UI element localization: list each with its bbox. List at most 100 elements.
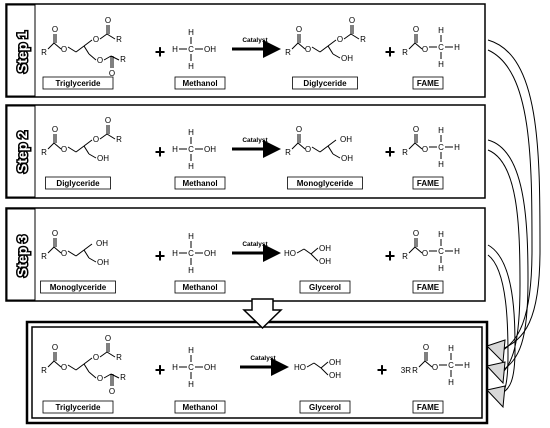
atom-label: R — [41, 252, 47, 261]
atom-label: R — [41, 366, 47, 375]
bond — [53, 142, 62, 150]
bond — [47, 246, 55, 254]
bond — [47, 360, 55, 368]
plus-sign: + — [155, 246, 166, 266]
step-1-label: Step 1 — [14, 31, 30, 73]
name-box — [174, 400, 226, 414]
atom-label: O — [52, 343, 58, 352]
bond — [103, 373, 112, 379]
atom-label: OH — [341, 154, 353, 163]
bond — [53, 246, 62, 254]
catalyst-label: Catalyst — [242, 241, 268, 248]
name-box — [412, 280, 444, 294]
bond — [110, 373, 120, 379]
bond — [327, 45, 334, 55]
atom-label: O — [52, 229, 58, 238]
bond — [83, 39, 93, 47]
name-box — [42, 76, 114, 90]
bond — [297, 42, 306, 50]
atom-label: OH — [97, 154, 109, 163]
bond — [83, 249, 90, 259]
bond — [332, 153, 341, 159]
atom-label: O — [422, 45, 428, 54]
atom-label: H — [464, 361, 470, 370]
atom-label: O — [61, 45, 67, 54]
atom-label: O — [52, 25, 58, 34]
bond — [408, 246, 416, 254]
atom-label: O — [413, 229, 419, 238]
atom-label: C — [438, 143, 444, 152]
bond — [320, 367, 329, 376]
atom-label: O — [97, 374, 103, 383]
name-box — [287, 176, 363, 190]
atom-label: H — [172, 45, 178, 54]
reactant-name: Triglyceride — [56, 79, 101, 88]
atom-label: O — [432, 363, 438, 372]
atom-label: C — [448, 361, 454, 370]
bond — [88, 53, 97, 61]
bond — [88, 371, 97, 379]
atom-label: H — [438, 230, 444, 239]
atom-label: H — [454, 43, 460, 52]
bond — [47, 42, 55, 50]
atom-label: O — [422, 249, 428, 258]
atom-label: O — [105, 16, 111, 25]
bond — [99, 351, 108, 358]
atom-label: H — [438, 160, 444, 169]
atom-label: R — [41, 148, 47, 157]
atom-label: O — [105, 116, 111, 125]
catalyst-label: Catalyst — [250, 355, 276, 362]
bond — [319, 45, 329, 53]
atom-label: R — [360, 35, 366, 44]
step-3-label: Step 3 — [14, 235, 30, 277]
atom-label: OH — [96, 239, 108, 248]
bond — [311, 46, 321, 53]
bond — [350, 33, 360, 40]
atom-label: H — [438, 60, 444, 69]
atom-label: R — [402, 48, 408, 57]
bond — [83, 363, 90, 373]
name-box — [42, 400, 114, 414]
atom-label: R — [402, 252, 408, 261]
bond — [343, 33, 352, 40]
atom-label: R — [116, 35, 122, 44]
bond — [408, 42, 416, 50]
atom-label: H — [438, 26, 444, 35]
catalyst-label: Catalyst — [242, 37, 268, 44]
overall-methanol-name: Methanol — [182, 403, 217, 412]
atom-label: H — [188, 266, 194, 275]
atom-label: C — [188, 145, 194, 154]
atom-label: O — [423, 343, 429, 352]
bond — [303, 248, 312, 255]
name-box — [412, 176, 444, 190]
bond — [67, 146, 77, 153]
atom-label: H — [188, 128, 194, 137]
bond — [99, 33, 108, 40]
bond — [88, 257, 97, 263]
atom-label: R — [41, 48, 47, 57]
bond — [311, 146, 321, 153]
bond — [291, 42, 299, 50]
fame-name: FAME — [417, 283, 440, 292]
catalyst-label: Catalyst — [242, 137, 268, 144]
bond — [83, 357, 93, 365]
atom-label: C — [438, 43, 444, 52]
atom-label: O — [97, 56, 103, 65]
name-box — [412, 76, 444, 90]
atom-label: OH — [329, 371, 341, 380]
bond — [110, 55, 120, 61]
bond — [67, 46, 77, 53]
stoichiometric-coefficient: 3R — [401, 366, 411, 375]
reactant-name: Diglyceride — [56, 179, 100, 188]
product-name: Diglyceride — [303, 79, 347, 88]
atom-label: R — [285, 48, 291, 57]
bond — [83, 243, 93, 251]
atom-label: OH — [319, 257, 331, 266]
bond — [319, 145, 329, 153]
atom-label: R — [116, 353, 122, 362]
atom-label: C — [188, 249, 194, 258]
